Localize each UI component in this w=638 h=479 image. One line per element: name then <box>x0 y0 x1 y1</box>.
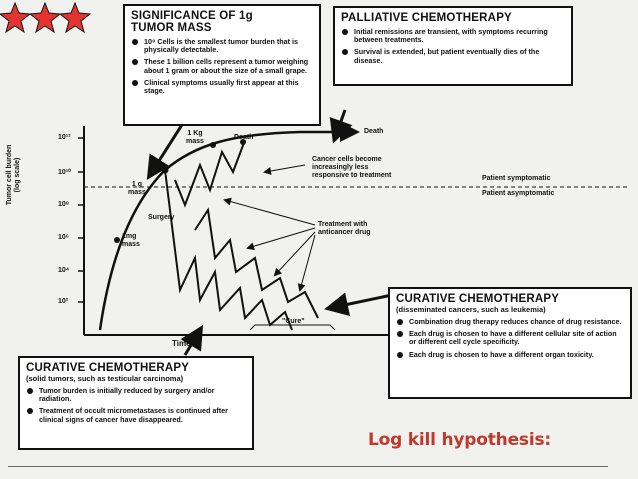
y-tick-label: 10¹⁰ <box>58 169 71 176</box>
label-death-2: Death <box>364 128 384 135</box>
label-patient-symptomatic: Patient symptomatic <box>482 175 551 182</box>
palliative-curve <box>174 139 246 208</box>
bottom-rule <box>8 466 608 467</box>
palliative-title: PALLIATIVE CHEMOTHERAPY <box>341 12 512 24</box>
list-item: Initial remissions are transient, with s… <box>341 27 565 44</box>
list-item: Each drug is chosen to have a different … <box>396 329 624 346</box>
y-axis-title: Tumor cell burden (log scale) <box>6 144 21 206</box>
y-tick-label: 10² <box>58 298 69 305</box>
list-item: Clinical symptoms usually first appear a… <box>131 78 313 95</box>
label-death-1: Death <box>234 134 254 141</box>
y-tick-label: 10⁸ <box>58 201 70 208</box>
significance-title-2: TUMOR MASS <box>131 22 212 34</box>
curative-left-subtitle: (solid tumors, such as testicular carcin… <box>26 374 184 383</box>
stars <box>0 1 92 34</box>
significance-box: SIGNIFICANCE OF 1g TUMOR MASS 10⁹ Cells … <box>123 4 321 126</box>
label-treatment: Treatment with anticancer drug <box>318 221 371 236</box>
y-tick-label: 10⁴ <box>58 267 70 274</box>
list-item: Treatment of occult micrometastases is c… <box>26 407 246 423</box>
drug-curve <box>194 207 319 319</box>
list-item: Survival is extended, but patient eventu… <box>341 48 565 64</box>
curative-right-box: CURATIVE CHEMOTHERAPY (disseminated canc… <box>388 287 632 399</box>
label-surgery: Surgery <box>148 214 175 221</box>
star-icon <box>58 1 92 34</box>
y-tick-label: 10¹² <box>58 134 71 141</box>
y-tick-label: 10⁶ <box>58 234 70 241</box>
list-item: Each drug is chosen to have a different … <box>396 350 624 359</box>
star-icon <box>0 1 32 34</box>
list-item: These 1 billion cells represent a tumor … <box>131 58 313 74</box>
list-item: 10⁹ Cells is the smallest tumor burden t… <box>131 37 313 54</box>
list-item: Tumor burden is initially reduced by sur… <box>26 386 246 403</box>
curative-left-title: CURATIVE CHEMOTHERAPY <box>26 362 190 374</box>
label-patient-asymptomatic: Patient asymptomatic <box>482 190 555 197</box>
star-icon <box>28 1 62 34</box>
label-resistance: Cancer cells become increasingly less re… <box>312 156 392 179</box>
significance-title: SIGNIFICANCE OF 1g <box>131 10 253 22</box>
x-axis-title: Time <box>172 339 191 348</box>
palliative-box: PALLIATIVE CHEMOTHERAPY Initial remissio… <box>333 6 573 86</box>
curative-left-box: CURATIVE CHEMOTHERAPY (solid tumors, suc… <box>18 356 254 450</box>
curative-curve <box>164 169 293 331</box>
list-item: Combination drug therapy reduces chance … <box>396 317 624 326</box>
curative-right-subtitle: (disseminated cancers, such as leukemia) <box>396 305 546 314</box>
label-cure: "Cure" <box>282 318 305 325</box>
slide-caption: Log kill hypothesis: <box>368 430 551 450</box>
curative-right-title: CURATIVE CHEMOTHERAPY <box>396 293 560 305</box>
